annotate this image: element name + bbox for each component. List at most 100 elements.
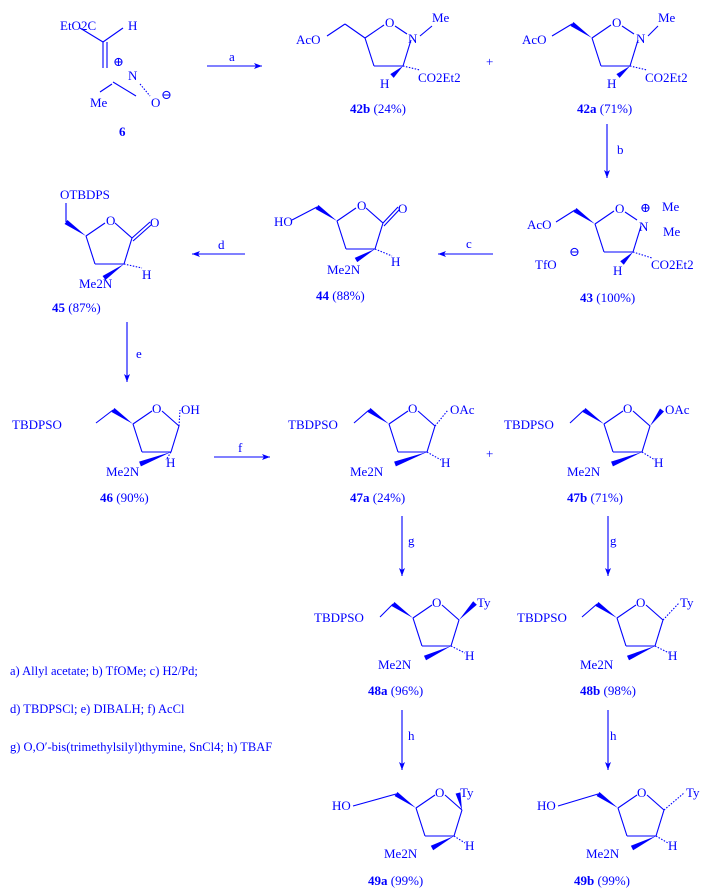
- plus-charge: ⊕: [640, 200, 651, 215]
- ring-bond: [646, 794, 665, 811]
- atom-label: OH: [181, 402, 200, 417]
- yield: (98%): [603, 683, 636, 698]
- ring-bond: [617, 794, 638, 809]
- plus-sign: +: [486, 54, 493, 69]
- atom-label: HO: [537, 798, 556, 813]
- svg-text:44 (88%): 44 (88%): [316, 288, 365, 303]
- bond: [112, 81, 137, 97]
- bond: [379, 603, 394, 618]
- atom-label: O: [623, 401, 632, 416]
- atom-label: N: [639, 219, 649, 234]
- atom-label: O: [152, 401, 161, 416]
- ring-bond: [616, 617, 627, 647]
- atom-label: Me2N: [327, 262, 361, 277]
- ring-bond: [616, 604, 637, 619]
- svg-text:43 (100%): 43 (100%): [580, 290, 635, 305]
- wedge-bond: [630, 836, 656, 851]
- compound-id: 48b: [580, 683, 600, 698]
- ring-bond: [412, 604, 433, 619]
- arrow-label-c: c: [466, 236, 472, 251]
- wedge-bond: [139, 452, 171, 467]
- hash-bond: [655, 835, 669, 844]
- arrow-g-head: [399, 568, 405, 576]
- wedge-bond: [391, 601, 413, 618]
- ring-bond: [336, 207, 357, 222]
- atom-label: N: [636, 31, 646, 46]
- svg-text:49b (99%): 49b (99%): [574, 873, 630, 888]
- bond: [79, 27, 104, 43]
- bond: [352, 793, 397, 807]
- arrow-label-h: h: [408, 728, 415, 743]
- wedge-bond: [650, 408, 664, 426]
- ring-bond: [591, 24, 612, 39]
- wedge-bond: [111, 407, 133, 424]
- hash-bond: [632, 251, 653, 259]
- hash-bond: [374, 248, 393, 257]
- bond: [95, 409, 114, 424]
- atom-label: Me: [90, 95, 108, 110]
- compound-id: 47a: [350, 490, 370, 505]
- ring-bond: [632, 410, 651, 427]
- conditions-line-3: g) O,O′-bis(trimethylsilyl)thymine, SnCl…: [10, 740, 272, 754]
- bond: [551, 23, 573, 37]
- ring-bond: [364, 37, 375, 67]
- wedge-bond: [430, 836, 454, 851]
- atom-label: Me2N: [378, 657, 412, 672]
- ring-bond: [417, 410, 436, 427]
- atom-label: TBDPSO: [288, 417, 338, 432]
- svg-text:42b (24%): 42b (24%): [350, 101, 406, 116]
- ring-bond: [415, 794, 436, 809]
- atom-label: O: [357, 198, 366, 213]
- bond: [291, 206, 318, 221]
- ring-bond: [594, 223, 605, 253]
- atom-label: TBDPSO: [517, 610, 567, 625]
- atom-label: TBDPSO: [314, 610, 364, 625]
- ring-bond: [132, 410, 153, 425]
- conditions-line-2: d) TBDPSCl; e) DIBALH; f) AcCl: [10, 702, 185, 716]
- atom-label: O: [150, 215, 159, 230]
- arrow-label-g: g: [408, 533, 415, 548]
- yield: (71%): [600, 101, 633, 116]
- atom-label: H: [613, 263, 622, 278]
- bond: [382, 206, 399, 224]
- atom-label: HO: [332, 798, 351, 813]
- atom-label: OTBDPS: [60, 187, 110, 202]
- atom-label: Ty: [680, 595, 694, 610]
- compound-id: 42b: [350, 101, 370, 116]
- bond: [394, 25, 408, 35]
- ring-bond: [412, 617, 423, 647]
- arrow-label-e: e: [136, 346, 142, 361]
- ring-bond: [654, 619, 664, 647]
- bond: [131, 221, 151, 239]
- conditions-line-1: a) Allyl acetate; b) TfOMe; c) H2/Pd;: [10, 664, 198, 678]
- yield: (88%): [332, 288, 365, 303]
- wedge-bond: [620, 252, 633, 265]
- wedge-bond: [64, 219, 86, 236]
- wedge-bond: [595, 601, 617, 618]
- yield: (99%): [391, 873, 424, 888]
- ring-bond: [453, 809, 463, 837]
- bond: [569, 409, 585, 424]
- atom-label: Me2N: [384, 846, 418, 861]
- ring-bond: [617, 807, 628, 837]
- bond: [139, 83, 151, 97]
- arrow-a-head: [254, 63, 262, 69]
- atom-label: O: [106, 213, 115, 228]
- ring-bond: [632, 225, 642, 253]
- compound-id: 48a: [368, 683, 388, 698]
- plus-charge: ⊕: [113, 54, 124, 69]
- wedge-bond: [315, 204, 337, 221]
- atom-label: H: [391, 254, 400, 269]
- wedge-bond: [570, 21, 592, 38]
- wedge-bond: [423, 646, 451, 661]
- bonds: [64, 21, 685, 851]
- arrow-h2-head: [605, 762, 611, 770]
- svg-text:47a (24%): 47a (24%): [350, 490, 405, 505]
- ring-bond: [450, 619, 460, 647]
- compound-46: TBDPSO O OH Me2N H 46 (90%): [12, 401, 200, 505]
- compound-45: OTBDPS O O Me2N H 45 (87%): [52, 187, 159, 315]
- arrow-label-b: b: [617, 142, 624, 157]
- bond: [326, 23, 346, 37]
- ring-bond: [388, 423, 399, 453]
